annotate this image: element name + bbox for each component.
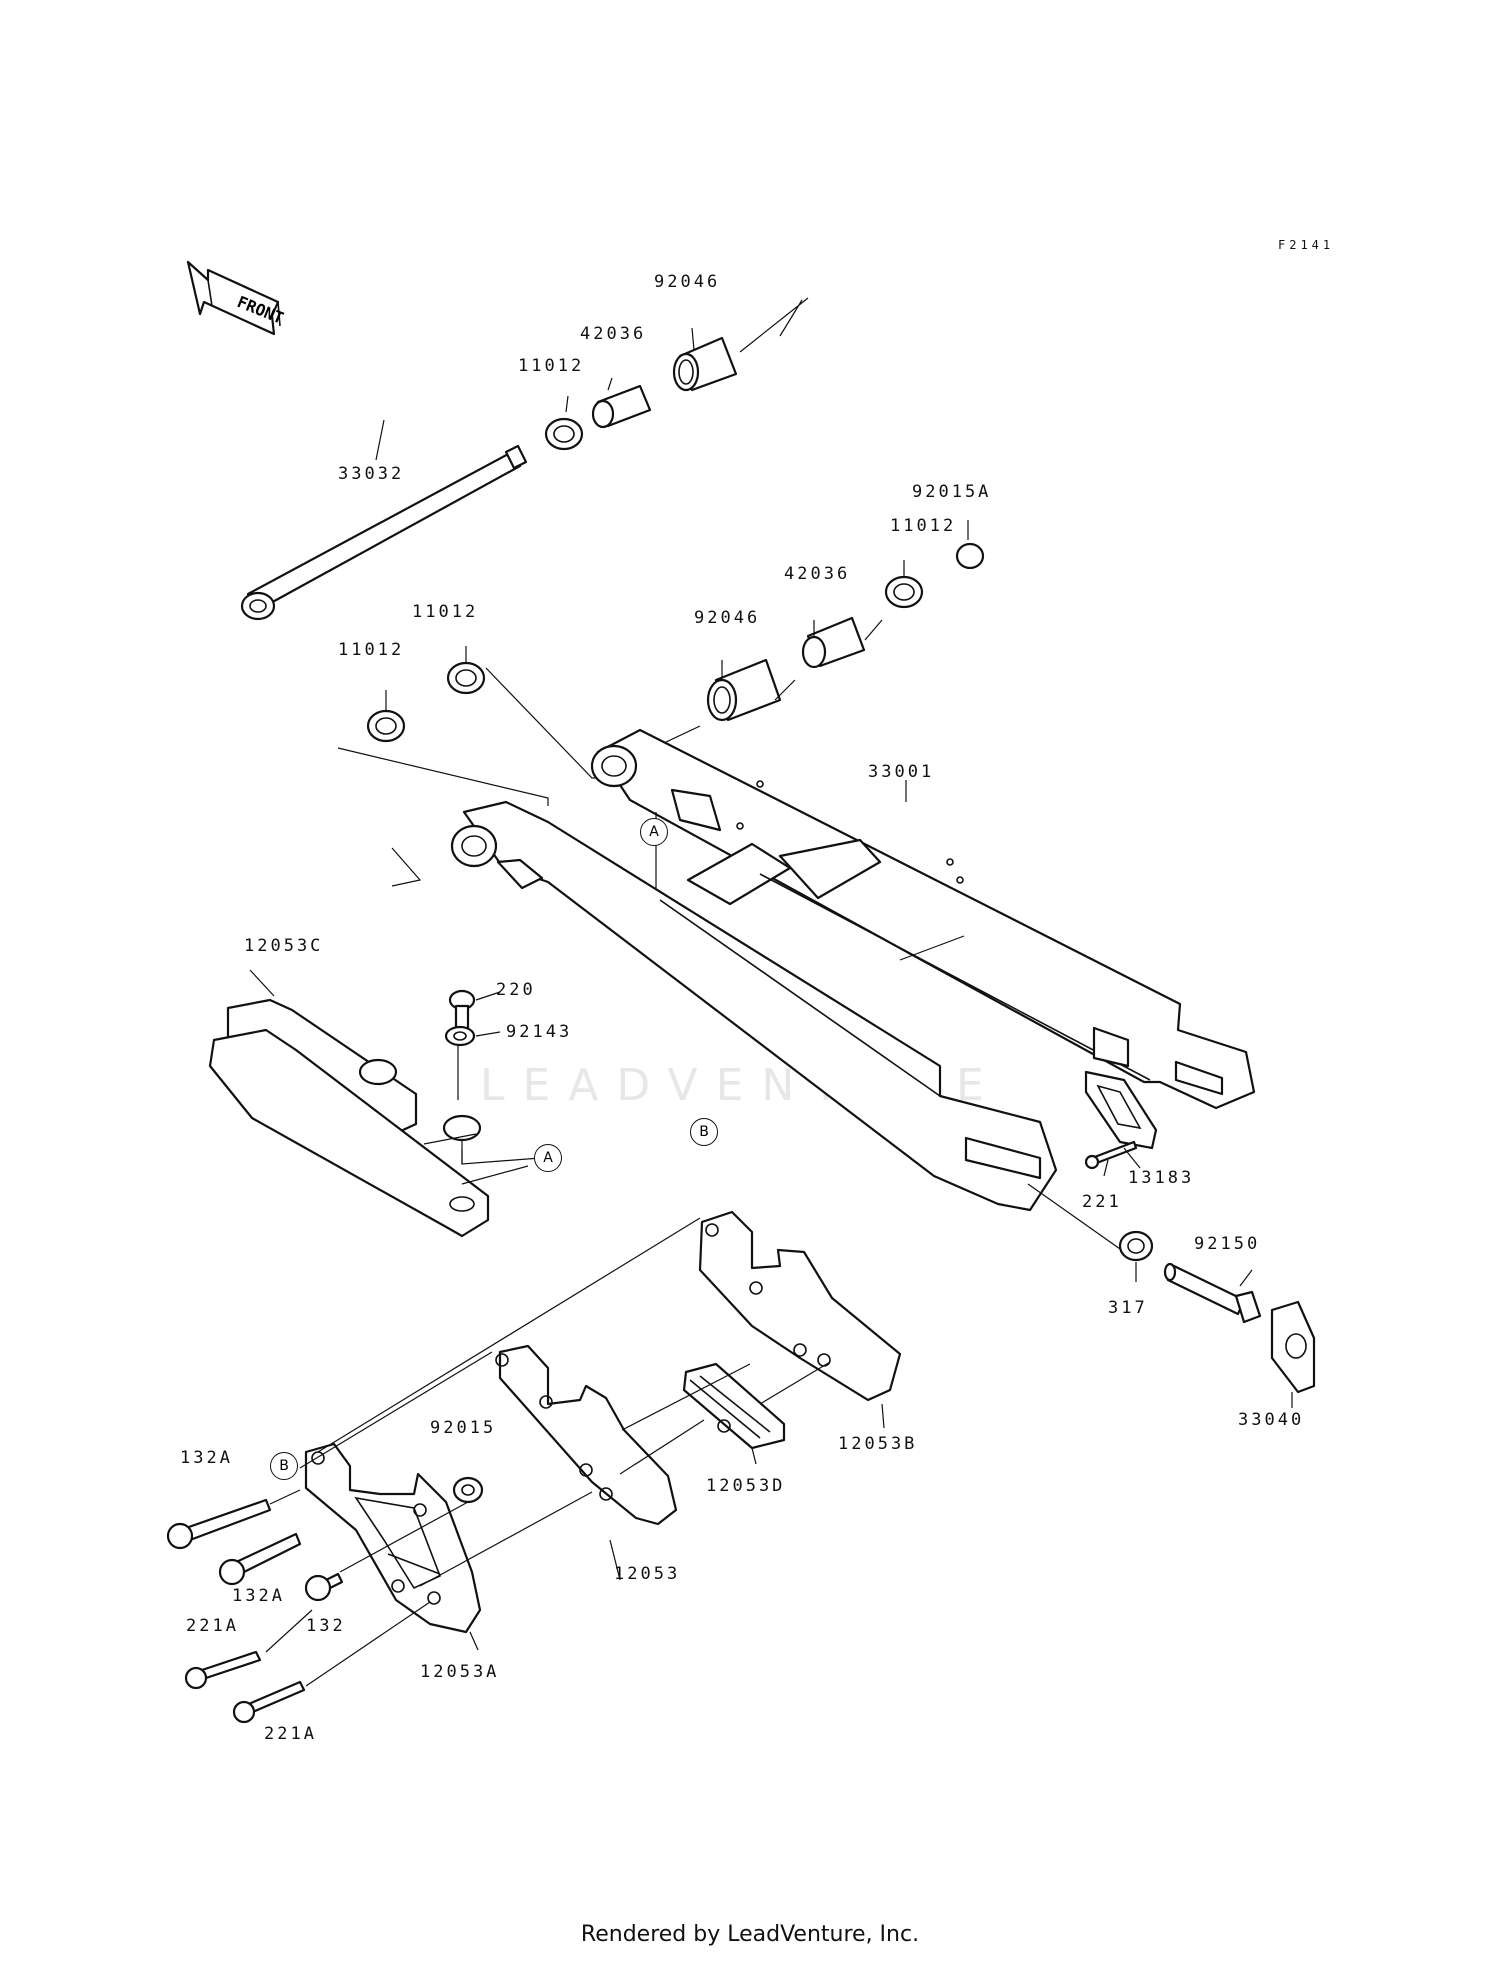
ref-b-guard: B bbox=[270, 1452, 298, 1480]
chain-guide-12053 bbox=[495, 1344, 678, 1526]
diagram-code: F2141 bbox=[1278, 238, 1335, 252]
label-317: 317 bbox=[1108, 1298, 1148, 1318]
label-220: 220 bbox=[496, 980, 536, 1000]
ref-a-slider: A bbox=[534, 1144, 562, 1172]
label-42036-right: 42036 bbox=[784, 564, 851, 584]
label-92046-right: 92046 bbox=[694, 608, 761, 628]
chain-slider-12053C bbox=[208, 998, 541, 1238]
label-12053C: 12053C bbox=[244, 936, 324, 956]
label-11012-left: 11012 bbox=[338, 640, 405, 660]
label-132: 132 bbox=[306, 1616, 346, 1636]
label-12053B: 12053B bbox=[838, 1434, 918, 1454]
label-221A-b: 221A bbox=[264, 1724, 317, 1744]
label-221: 221 bbox=[1082, 1192, 1122, 1212]
label-92015A: 92015A bbox=[912, 482, 992, 502]
front-arrow-icon bbox=[186, 260, 281, 336]
footer-credit: Rendered by LeadVenture, Inc. bbox=[580, 1922, 920, 1947]
label-12053A: 12053A bbox=[420, 1662, 500, 1682]
label-13183: 13183 bbox=[1128, 1168, 1195, 1188]
label-42036-top: 42036 bbox=[580, 324, 647, 344]
leader-lines bbox=[249, 327, 1293, 1687]
plate-13183 bbox=[1084, 1070, 1158, 1170]
guide-block-12053D bbox=[682, 1362, 786, 1450]
label-92015: 92015 bbox=[430, 1418, 497, 1438]
bolts-lower-left bbox=[166, 1498, 344, 1724]
label-11012-midleft: 11012 bbox=[412, 602, 479, 622]
label-11012-top: 11012 bbox=[518, 356, 585, 376]
label-92143: 92143 bbox=[506, 1022, 573, 1042]
guard-plate-12053A bbox=[304, 1442, 482, 1634]
bolt-220 bbox=[444, 989, 476, 1047]
pivot-shaft bbox=[240, 444, 528, 621]
label-11012-right: 11012 bbox=[890, 516, 957, 536]
label-92150: 92150 bbox=[1194, 1234, 1261, 1254]
label-33032: 33032 bbox=[338, 464, 405, 484]
label-92046-top: 92046 bbox=[654, 272, 721, 292]
swingarm bbox=[450, 728, 1256, 1257]
ref-b-swingarm: B bbox=[690, 1118, 718, 1146]
label-132A-a: 132A bbox=[180, 1448, 233, 1468]
label-33001: 33001 bbox=[868, 762, 935, 782]
ref-a-swingarm: A bbox=[640, 818, 668, 846]
label-221A-a: 221A bbox=[186, 1616, 239, 1636]
label-33040: 33040 bbox=[1238, 1410, 1305, 1430]
label-12053D: 12053D bbox=[706, 1476, 786, 1496]
label-12053: 12053 bbox=[614, 1564, 681, 1584]
top-hardware bbox=[544, 297, 809, 451]
chain-guide-12053B bbox=[698, 1210, 902, 1402]
nut-92015 bbox=[452, 1476, 484, 1504]
label-132A-b: 132A bbox=[232, 1586, 285, 1606]
adjuster-parts bbox=[1118, 1230, 1316, 1394]
